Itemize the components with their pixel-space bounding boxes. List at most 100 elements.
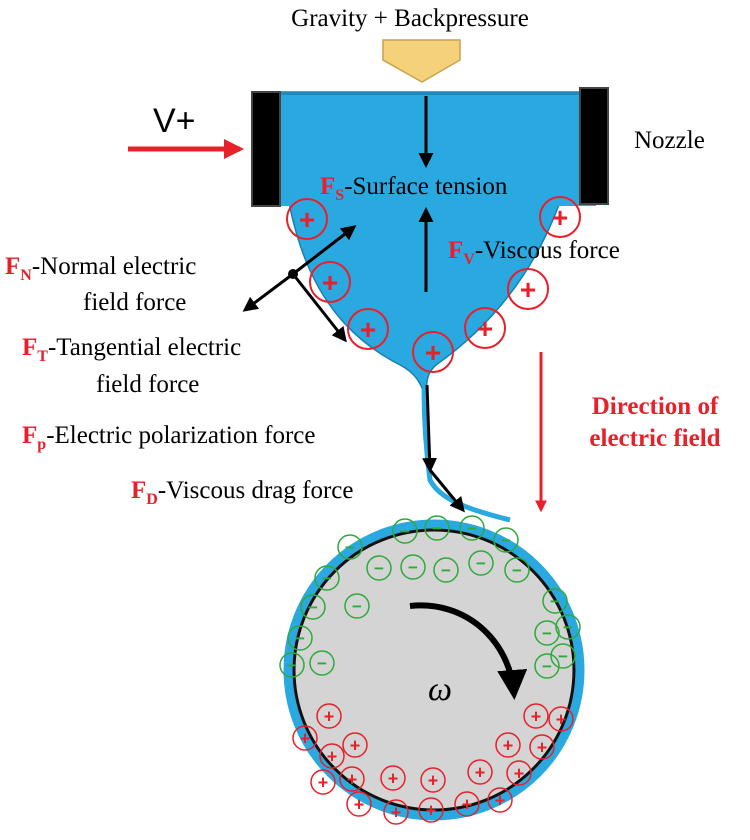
normal-force-arrow-out [242,272,294,312]
force-origin-dot [288,269,298,279]
field-direction-line1: Direction of [592,393,719,420]
field-direction-line2: electric field [589,425,720,452]
svg-text:+: + [322,267,338,298]
svg-text:−: − [400,522,410,541]
svg-text:+: + [318,772,329,792]
positive-charge: + [347,308,389,350]
drum-negative-charges: −−−−−−−−−−−−−−−−−−−−− [279,515,581,679]
positive-charge: + [418,797,444,823]
positive-charge: + [310,769,336,795]
positive-charge: + [292,725,318,751]
svg-text:+: + [327,746,338,766]
svg-text:−: − [432,519,442,538]
svg-text:−: − [558,647,568,666]
svg-text:+: + [391,802,402,822]
svg-text:+: + [350,735,361,755]
svg-text:+: + [531,706,542,726]
nozzle-electrode-right [579,87,609,205]
collector-drum-outline [292,528,576,812]
negative-charge: − [459,515,485,541]
svg-text:+: + [552,202,568,233]
positive-charge: + [454,791,480,817]
svg-text:+: + [428,770,439,790]
positive-charge: + [523,703,549,729]
svg-text:+: + [477,313,493,344]
negative-charge: − [392,518,418,544]
negative-charge: − [300,594,326,620]
svg-text:+: + [495,790,506,810]
svg-text:+: + [556,709,567,729]
nozzle-label: Nozzle [634,127,705,154]
negative-charge: − [400,554,426,580]
negative-charge: − [424,515,450,541]
negative-charge: − [366,555,392,581]
nozzle-positive-charges: + + + + + + + [286,196,581,373]
svg-text:−: − [512,561,522,580]
normal-force-arrow [292,225,357,276]
svg-text:+: + [503,735,514,755]
positive-charge: + [420,767,446,793]
negative-charge: − [287,625,313,651]
svg-text:−: − [345,538,355,557]
svg-text:−: − [287,656,297,675]
tangential-force-label-line2: field force [96,371,199,398]
svg-text:+: + [360,314,376,345]
gravity-backpressure-label: Gravity + Backpressure [291,5,529,32]
rotation-arrow [409,602,528,700]
svg-text:−: − [542,657,552,676]
svg-text:−: − [408,558,418,577]
positive-charge: + [548,706,574,732]
negative-charge: − [433,557,459,583]
negative-charge: − [542,588,568,614]
svg-text:−: − [308,598,318,617]
svg-text:+: + [354,794,365,814]
surface-tension-label: FS-Surface tension [320,173,508,204]
positive-charge: + [464,307,506,349]
positive-charge: + [383,799,409,825]
positive-charge: + [507,268,549,310]
svg-text:−: − [542,624,552,643]
svg-text:−: − [467,519,477,538]
positive-charge: + [342,732,368,758]
negative-charge: − [493,527,519,553]
negative-charge: − [555,614,581,640]
negative-charge: − [534,620,560,646]
positive-charge: + [339,766,365,792]
normal-force-label-line2: field force [83,289,186,316]
negative-charge: − [504,557,530,583]
positive-charge: + [309,261,351,303]
svg-text:−: − [563,618,573,637]
svg-text:+: + [324,706,335,726]
svg-text:−: − [441,561,451,580]
polarization-force-label: Fp-Electric polarization force [22,422,315,453]
negative-charge: − [550,643,576,669]
drum-positive-charges: +++++++++++++++++++ [292,703,574,825]
positive-charge: + [316,703,342,729]
tangential-force-label: FT-Tangential electric [22,334,241,365]
svg-text:+: + [299,204,315,235]
svg-text:+: + [475,762,486,782]
negative-charge: − [337,534,363,560]
svg-text:+: + [425,337,441,368]
svg-text:−: − [476,554,486,573]
svg-text:−: − [501,531,511,550]
backpressure-chevron-icon [382,39,461,83]
positive-charge: + [319,743,345,769]
positive-charge: + [487,787,513,813]
positive-charge: + [380,765,406,791]
svg-text:−: − [374,559,384,578]
svg-text:+: + [388,768,399,788]
positive-charge: + [495,732,521,758]
negative-charge: − [279,652,305,678]
fluid-jet [421,387,511,523]
svg-text:+: + [520,274,536,305]
svg-text:+: + [514,763,525,783]
positive-charge: + [346,791,372,817]
svg-text:−: − [295,629,305,648]
positive-charge: + [412,331,454,373]
negative-charge: − [314,565,340,591]
positive-charge: + [539,196,581,238]
normal-force-label: FN-Normal electric [5,253,196,284]
svg-text:−: − [550,592,560,611]
